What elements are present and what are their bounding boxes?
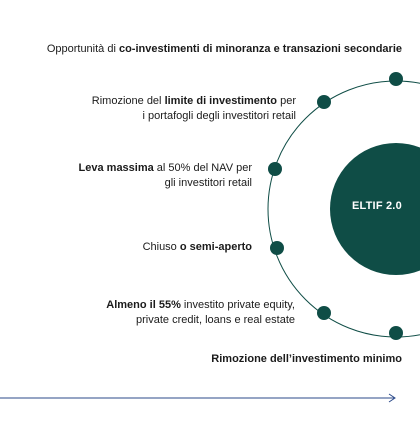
- item-line2: i portafogli degli investitori retail: [142, 110, 296, 122]
- item-co-investimenti: Opportunità di co-investimenti di minora…: [47, 42, 402, 57]
- item-post: per: [277, 95, 296, 107]
- item-bold: Rimozione dell’investimento minimo: [211, 353, 402, 365]
- node-dot-2: [317, 95, 331, 109]
- center-label: ELTIF 2.0: [352, 200, 402, 212]
- node-dot-4: [270, 241, 284, 255]
- item-bold: Almeno il 55%: [106, 299, 181, 311]
- item-investimento-minimo: Rimozione dell’investimento minimo: [211, 352, 402, 367]
- item-pre: Opportunità di: [46, 43, 119, 55]
- item-bold: o semi-aperto: [179, 241, 252, 253]
- center-circle: [330, 143, 420, 275]
- node-dot-5: [317, 306, 331, 320]
- item-pre: Rimozione del: [91, 95, 165, 107]
- item-chiuso-semi-aperto: Chiuso o semi-aperto: [143, 240, 252, 255]
- item-line2: gli investitori retail: [164, 177, 252, 189]
- item-bold: co-investimenti di minoranza e transazio…: [118, 43, 402, 55]
- item-bold: Leva massima: [78, 162, 154, 174]
- node-dot-1: [389, 72, 403, 86]
- item-post: investito private equity,: [180, 299, 295, 311]
- item-post: al 50% del NAV per: [153, 162, 252, 174]
- node-dot-3: [268, 162, 282, 176]
- item-limite-investimento: Rimozione del limite di investimento per…: [92, 94, 296, 124]
- timeline-arrow-head: [388, 393, 396, 403]
- item-almeno-55: Almeno il 55% investito private equity, …: [106, 298, 295, 328]
- item-pre: Chiuso: [142, 241, 180, 253]
- item-leva-massima: Leva massima al 50% del NAV per gli inve…: [79, 161, 252, 191]
- item-bold: limite di investimento: [164, 95, 278, 107]
- node-dot-6: [389, 326, 403, 340]
- item-line2: private credit, loans e real estate: [136, 314, 295, 326]
